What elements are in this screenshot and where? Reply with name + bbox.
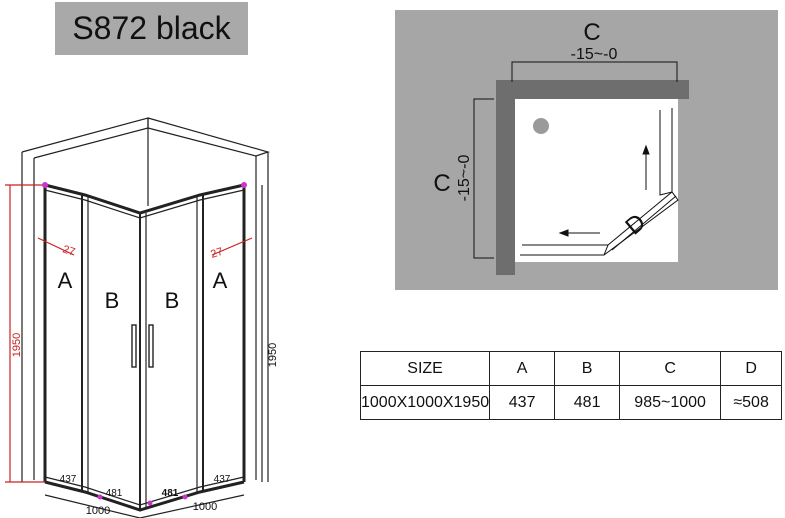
- marker-top-left: [42, 182, 48, 188]
- table-header-cell: SIZE: [359, 351, 491, 386]
- glass-diagonal-inner: [611, 195, 677, 251]
- label-bottom-b-right: 481: [162, 488, 179, 499]
- glass-bottom-panel: [520, 244, 609, 256]
- label-panel-b-left: B: [105, 288, 120, 313]
- title-box: S872 black: [55, 2, 248, 55]
- marker-bottom-left: [97, 494, 103, 500]
- marker-bottom-center: [147, 500, 153, 506]
- label-panel-a-right: A: [213, 268, 228, 293]
- arrow-left-icon: [558, 229, 569, 237]
- plan-label-range-side: -15~-0: [456, 155, 473, 202]
- label-panel-b-right: B: [165, 288, 180, 313]
- handle-right: [148, 324, 154, 368]
- plan-view: C -15~-0 C -15~-0 D: [395, 10, 778, 290]
- frame-bottom-inner: [44, 476, 245, 506]
- table-header-cell: A: [489, 351, 556, 386]
- spec-table: SIZE A B C D 1000X1000X1950 437 481 985~…: [359, 351, 783, 420]
- marker-top-right: [241, 182, 247, 188]
- corner-markers: [42, 182, 247, 506]
- table-cell: 1000X1000X1950: [359, 385, 491, 420]
- handle-left: [131, 324, 137, 368]
- wall-outline-left: [21, 117, 149, 159]
- label-bottom-b-left: 481: [106, 488, 123, 499]
- label-height-right: 1950: [267, 343, 279, 367]
- wall-top-shade: [496, 80, 689, 99]
- drain-icon: [533, 118, 549, 134]
- label-angle-left: 27: [61, 243, 76, 258]
- table-header-cell: D: [720, 351, 783, 386]
- label-height-left: 1950: [11, 333, 23, 357]
- frame-top: [44, 183, 245, 215]
- product-title: S872 black: [72, 10, 231, 46]
- glass-right-panel: [659, 108, 673, 196]
- wall-outline-right: [147, 117, 271, 157]
- label-width-left: 1000: [86, 505, 110, 517]
- table-cell: 985~1000: [619, 385, 722, 420]
- glass-diagonal-door: [603, 191, 679, 256]
- dim-width-right: [139, 494, 245, 518]
- label-panel-a-left: A: [58, 268, 73, 293]
- label-width-right: 1000: [193, 501, 217, 513]
- table-cell: ≈508: [720, 385, 783, 420]
- marker-bottom-right: [182, 494, 188, 500]
- angle-mark-right: [211, 237, 253, 256]
- plan-dim-top: [511, 61, 678, 82]
- plan-label-range-top: -15~-0: [571, 46, 618, 63]
- elevation-drawing: [5, 117, 271, 518]
- label-bottom-a-left: 437: [60, 474, 77, 485]
- table-row: 1000X1000X1950 437 481 985~1000 ≈508: [359, 385, 783, 420]
- dim-width-left: [44, 494, 141, 518]
- label-angle-right: 27: [209, 246, 224, 261]
- plan-dim-left: [473, 98, 494, 259]
- table-header-cell: B: [554, 351, 621, 386]
- table-header-row: SIZE A B C D: [359, 351, 783, 386]
- table-cell: 481: [554, 385, 621, 420]
- table-header-cell: C: [619, 351, 722, 386]
- arrow-up-icon: [642, 144, 650, 155]
- wall-left-shade: [496, 80, 515, 275]
- angle-mark-left: [37, 237, 75, 256]
- plan-label-c-side: C: [433, 170, 450, 197]
- plan-label-c-top: C: [583, 19, 600, 46]
- table-cell: 437: [489, 385, 556, 420]
- frame-top-inner: [44, 189, 245, 219]
- label-bottom-a-right: 437: [214, 474, 231, 485]
